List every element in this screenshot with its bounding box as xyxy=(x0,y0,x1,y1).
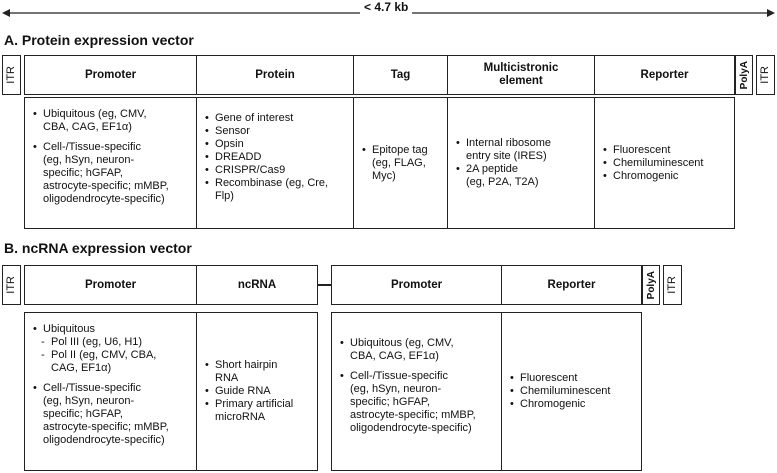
polya-a: PolyA xyxy=(735,55,753,95)
itr-left-a: ITR xyxy=(2,55,21,95)
list-item: DREADD xyxy=(205,151,347,164)
list-item: Pol II (eg, CMV, CBA, CAG, EF1α) xyxy=(33,349,190,375)
list-item: Gene of interest xyxy=(205,112,347,125)
list-item: Short hairpin RNA xyxy=(205,359,293,385)
promoter-box-a: Ubiquitous (eg, CMV, CBA, CAG, EF1α) Cel… xyxy=(24,97,197,229)
reporter-box-b: Fluorescent Chemiluminescent Chromogenic xyxy=(501,312,642,471)
size-label: < 4.7 kb xyxy=(360,0,413,14)
list-item: Sensor xyxy=(205,125,347,138)
itr-left-b: ITR xyxy=(2,265,21,305)
promoter2-header: Promoter xyxy=(331,265,502,305)
promoter1-header: Promoter xyxy=(24,265,197,305)
protein-box: Gene of interest Sensor Opsin DREADD CRI… xyxy=(196,97,354,229)
list-item: Chemiluminescent xyxy=(603,157,703,170)
polya-b: PolyA xyxy=(642,265,660,305)
list-item: Ubiquitous xyxy=(33,323,190,336)
list-item: Cell-/Tissue-specific (eg, hSyn, neuron-… xyxy=(340,370,495,435)
itr-right-b: ITR xyxy=(663,265,682,305)
list-item: Cell-/Tissue-specific (eg, hSyn, neuron-… xyxy=(33,382,190,447)
list-item: Pol III (eg, U6, H1) xyxy=(33,336,190,349)
list-item: Chromogenic xyxy=(510,398,610,411)
reporter-header-a: Reporter xyxy=(594,55,735,95)
section-a-title: A. Protein expression vector xyxy=(4,32,194,48)
list-item: Guide RNA xyxy=(205,385,293,398)
reporter-box-a: Fluorescent Chemiluminescent Chromogenic xyxy=(594,97,735,229)
ncrna-header: ncRNA xyxy=(196,265,318,305)
list-item: Primary artificial microRNA xyxy=(205,398,293,424)
list-item: CRISPR/Cas9 xyxy=(205,164,347,177)
multicistronic-header: Multicistronic element xyxy=(447,55,595,95)
list-item: Recombinase (eg, Cre, Flp) xyxy=(205,177,347,203)
reporter-header-b: Reporter xyxy=(501,265,642,305)
tag-header: Tag xyxy=(353,55,448,95)
list-item: Fluorescent xyxy=(510,372,610,385)
list-item: Chemiluminescent xyxy=(510,385,610,398)
linker-line xyxy=(318,284,332,286)
promoter2-box: Ubiquitous (eg, CMV, CBA, CAG, EF1α) Cel… xyxy=(331,312,502,471)
multicistronic-box: Internal ribosome entry site (IRES) 2A p… xyxy=(447,97,595,229)
promoter1-box: Ubiquitous Pol III (eg, U6, H1) Pol II (… xyxy=(24,312,197,471)
list-item: Ubiquitous (eg, CMV, CBA, CAG, EF1α) xyxy=(33,108,190,134)
list-item: Fluorescent xyxy=(603,144,703,157)
list-item: Ubiquitous (eg, CMV, CBA, CAG, EF1α) xyxy=(340,337,495,363)
section-b-title: B. ncRNA expression vector xyxy=(4,240,192,256)
list-item: 2A peptide (eg, P2A, T2A) xyxy=(456,163,551,189)
protein-header: Protein xyxy=(196,55,354,95)
promoter-header-a: Promoter xyxy=(24,55,197,95)
list-item: Internal ribosome entry site (IRES) xyxy=(456,137,551,163)
list-item: Opsin xyxy=(205,138,347,151)
list-item: Epitope tag (eg, FLAG, Myc) xyxy=(362,144,428,183)
list-item: Chromogenic xyxy=(603,170,703,183)
ncrna-box: Short hairpin RNA Guide RNA Primary arti… xyxy=(196,312,318,471)
tag-box: Epitope tag (eg, FLAG, Myc) xyxy=(353,97,448,229)
itr-right-a: ITR xyxy=(756,55,775,95)
list-item: Cell-/Tissue-specific (eg, hSyn, neuron-… xyxy=(33,141,190,206)
